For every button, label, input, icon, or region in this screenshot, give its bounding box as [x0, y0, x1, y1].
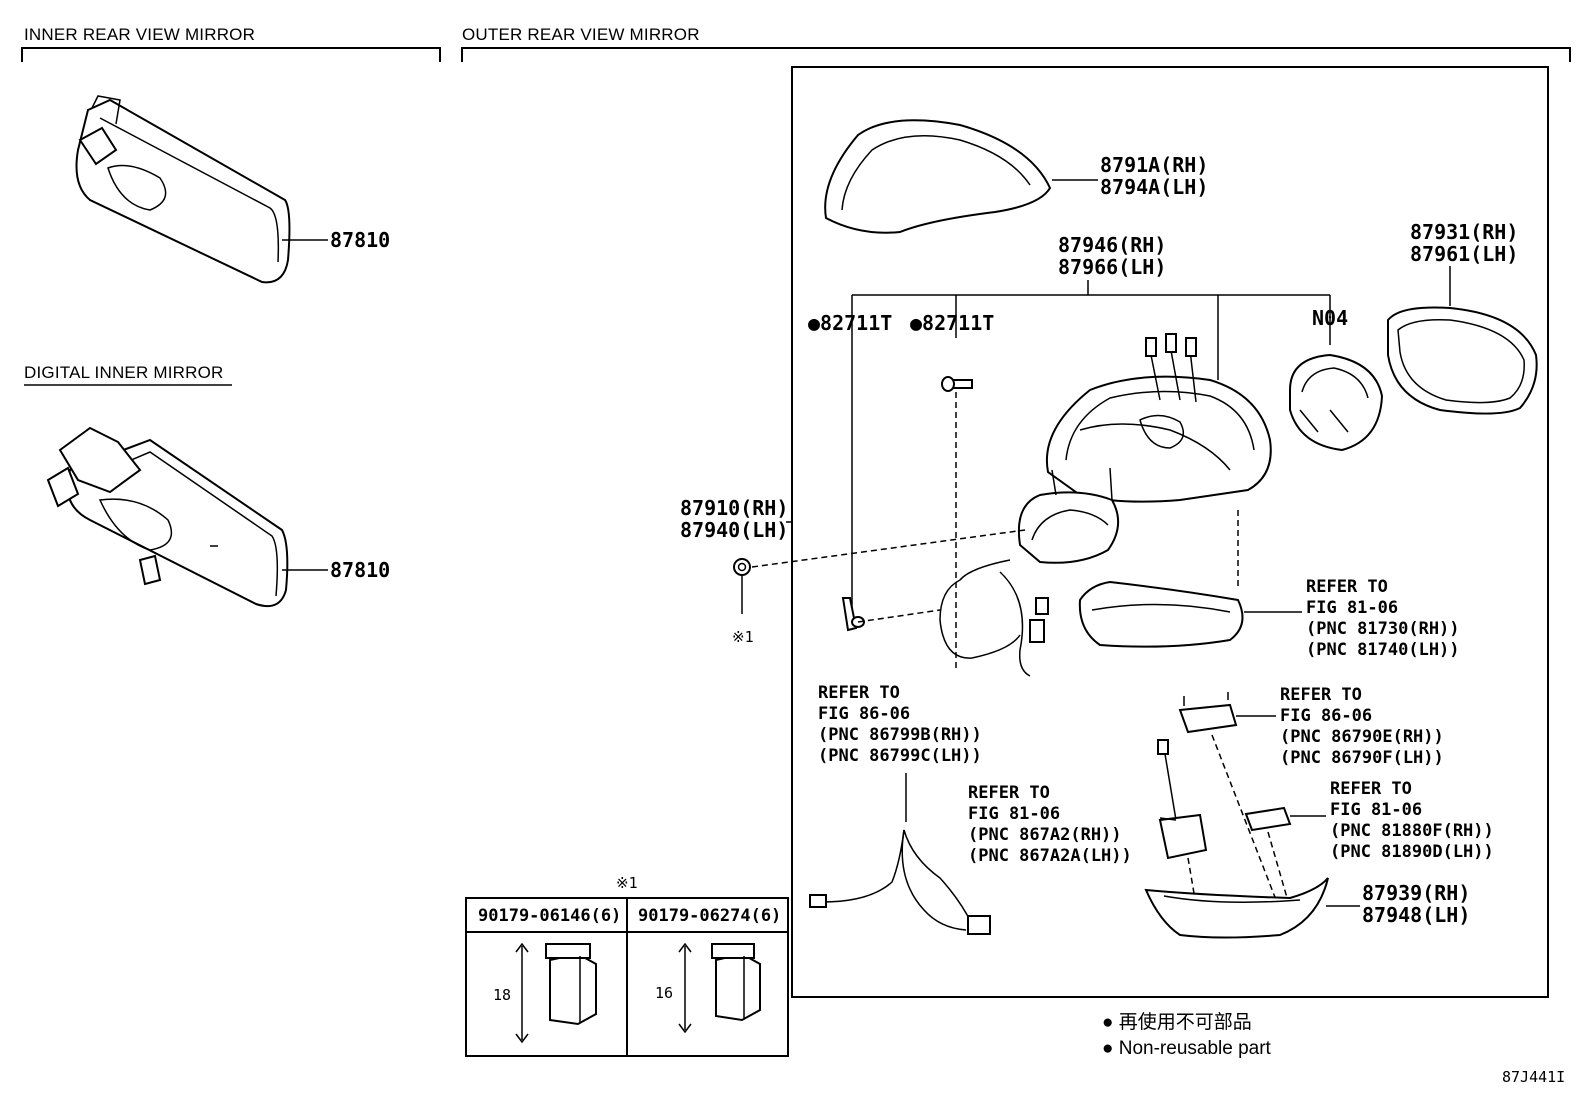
cover-rh-part-number: 8791A(RH): [1100, 153, 1208, 177]
nut-table-mark: ※1: [616, 874, 638, 892]
body-lh-part-number: 87966(LH): [1058, 255, 1166, 279]
lamp-drawing: [1244, 806, 1326, 832]
svg-text:(PNC 867A2A(LH)): (PNC 867A2A(LH)): [968, 846, 1132, 866]
nut-table: 90179-06146(6) 90179-06274(6) 18 16: [465, 897, 789, 1057]
svg-text:FIG 86-06: FIG 86-06: [818, 704, 910, 724]
svg-text:FIG 86-06: FIG 86-06: [1280, 706, 1372, 726]
glass-lh-part-number: 87961(LH): [1410, 242, 1518, 266]
clip-2-part-number: ●82711T: [910, 311, 994, 335]
svg-text:(PNC 86790E(RH)): (PNC 86790E(RH)): [1280, 727, 1444, 747]
clip-dashed-lines: [857, 392, 957, 668]
inner-mirror-part-number: 87810: [330, 228, 390, 252]
svg-text:(PNC 81880F(RH)): (PNC 81880F(RH)): [1330, 821, 1494, 841]
nut-table-col1-part: 90179-06146(6): [478, 906, 621, 926]
ref-harness: REFER TO FIG 86-06 (PNC 86799B(RH)) (PNC…: [818, 683, 982, 766]
clip-1-part-number: ●82711T: [808, 311, 892, 335]
nut-table-col1-dim: 18: [493, 986, 511, 1004]
ref-camera-bracket: REFER TO FIG 86-06 (PNC 86790E(RH)) (PNC…: [1280, 685, 1444, 768]
mirror-motor-drawing: [1289, 353, 1384, 452]
base-harness-drawing: [939, 559, 1049, 677]
svg-text:(PNC 86790F(LH)): (PNC 86790F(LH)): [1280, 748, 1444, 768]
outer-mirror-heading: OUTER REAR VIEW MIRROR: [462, 25, 700, 44]
svg-text:REFER TO: REFER TO: [1306, 577, 1388, 597]
inner-rear-view-mirror-drawing: [75, 95, 328, 284]
figure-code: 87J441I: [1502, 1068, 1565, 1086]
assy-rh-part-number: 87910(RH): [680, 496, 788, 520]
svg-text:REFER TO: REFER TO: [818, 683, 900, 703]
mirror-cover-drawing: [824, 119, 1098, 234]
legend-non-reusable-jp: ● 再使用不可部品: [1102, 1011, 1252, 1033]
mirror-glass-drawing: [1387, 306, 1538, 415]
svg-text:(PNC 81730(RH)): (PNC 81730(RH)): [1306, 619, 1460, 639]
svg-text:(PNC 81740(LH)): (PNC 81740(LH)): [1306, 640, 1460, 660]
ref-lamp: REFER TO FIG 81-06 (PNC 81880F(RH)) (PNC…: [1330, 779, 1494, 862]
inner-mirror-heading: INNER REAR VIEW MIRROR: [24, 25, 255, 44]
outer-mirror-bracket: [461, 47, 1571, 62]
camera-bracket-drawing: [1178, 692, 1276, 734]
digital-inner-mirror-drawing: [46, 426, 328, 608]
svg-text:REFER TO: REFER TO: [968, 783, 1050, 803]
svg-text:(PNC 81890D(LH)): (PNC 81890D(LH)): [1330, 842, 1494, 862]
cover-lh-part-number: 8794A(LH): [1100, 175, 1208, 199]
camera-drawing: [1157, 739, 1208, 860]
mirror-body-drawing: [1018, 333, 1272, 590]
lower-cover-drawing: [1144, 877, 1360, 939]
svg-text:REFER TO: REFER TO: [1280, 685, 1362, 705]
digital-mirror-part-number: 87810: [330, 558, 390, 582]
lower-cover-lh-part-number: 87948(LH): [1362, 903, 1470, 927]
ref-turn-signal: REFER TO FIG 81-06 (PNC 81730(RH)) (PNC …: [1306, 577, 1460, 660]
lower-cover-rh-part-number: 87939(RH): [1362, 881, 1470, 905]
svg-text:(PNC 86799B(RH)): (PNC 86799B(RH)): [818, 725, 982, 745]
nut-dashed-line: [751, 529, 1026, 568]
nut-drawing: [733, 558, 751, 614]
camera-dashed: [1187, 857, 1197, 906]
svg-text:(PNC 86799C(LH)): (PNC 86799C(LH)): [818, 746, 982, 766]
turn-signal-drawing: [1078, 580, 1302, 648]
lamp-dashed: [1267, 831, 1291, 909]
inner-mirror-bracket: [21, 47, 441, 62]
svg-text:FIG 81-06: FIG 81-06: [1306, 598, 1398, 618]
camera-bracket-dashed: [1211, 734, 1279, 906]
nut-table-col2-dim: 16: [655, 984, 673, 1002]
glass-rh-part-number: 87931(RH): [1410, 220, 1518, 244]
motor-part-number: N04: [1312, 306, 1348, 330]
svg-text:FIG 81-06: FIG 81-06: [1330, 800, 1422, 820]
harness-drawing: [809, 773, 991, 935]
nut-table-col2-part: 90179-06274(6): [638, 906, 781, 926]
svg-text:REFER TO: REFER TO: [1330, 779, 1412, 799]
svg-text:FIG 81-06: FIG 81-06: [968, 804, 1060, 824]
svg-text:(PNC 867A2(RH)): (PNC 867A2(RH)): [968, 825, 1122, 845]
assy-lh-part-number: 87940(LH): [680, 518, 788, 542]
ref-camera: REFER TO FIG 81-06 (PNC 867A2(RH)) (PNC …: [968, 783, 1132, 866]
clip-drawing: [841, 376, 973, 632]
outer-mirror-frame: [791, 66, 1549, 998]
body-leader-lines: [851, 280, 1331, 612]
legend-non-reusable-en: ● Non-reusable part: [1102, 1038, 1272, 1059]
nut-mark: ※1: [732, 628, 754, 646]
body-rh-part-number: 87946(RH): [1058, 233, 1166, 257]
digital-mirror-heading: DIGITAL INNER MIRROR: [24, 363, 224, 382]
